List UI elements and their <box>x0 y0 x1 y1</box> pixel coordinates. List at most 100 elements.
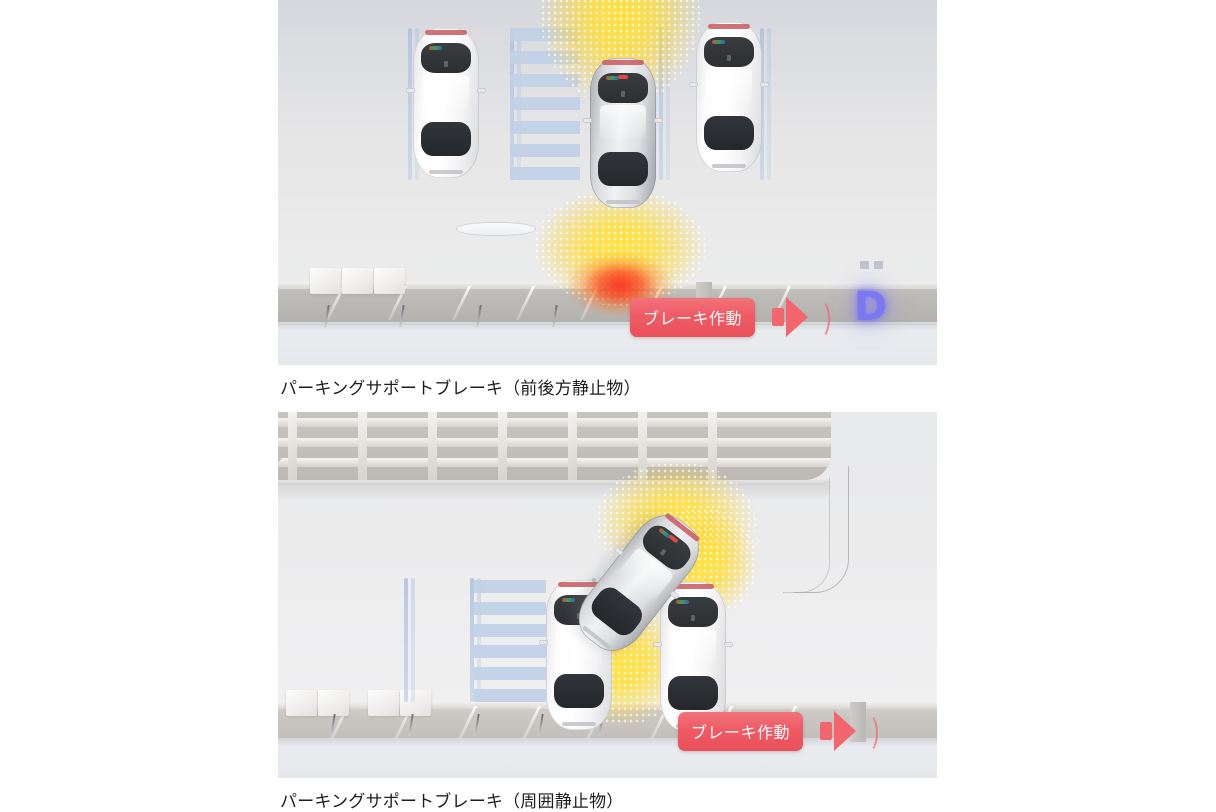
parking-lane-line <box>411 578 415 702</box>
car-roof <box>670 629 716 663</box>
curb-block <box>374 268 405 294</box>
parking-lane-line <box>470 578 474 702</box>
barrier-slat <box>515 286 536 320</box>
illustration-surrounding-static-object: ブレーキ作動 <box>278 412 937 778</box>
car-hud-strip <box>676 600 689 604</box>
parking-lane-line <box>404 578 408 702</box>
ceiling-rib <box>288 412 297 480</box>
parking-lane-line <box>659 28 663 180</box>
barrier-shadow <box>278 738 937 747</box>
car-hud-strip <box>712 40 725 44</box>
crosswalk-stripe <box>474 688 546 702</box>
gear-indicator: D <box>854 261 888 330</box>
car-roof <box>600 105 646 139</box>
gear-indicator-dots <box>860 261 883 269</box>
car-hud-strip <box>429 46 442 50</box>
curb-block <box>342 268 373 294</box>
ceiling-edge <box>278 480 831 485</box>
car-tail <box>606 200 640 204</box>
brake-alert-label: ブレーキ作動 <box>678 711 804 751</box>
gear-dot <box>860 261 869 269</box>
car-mirror-right <box>760 82 769 87</box>
car-emblem <box>444 61 448 67</box>
car-mirror-right <box>724 642 733 647</box>
speaker-icon <box>772 295 831 339</box>
crosswalk-stripe <box>474 580 546 593</box>
speaker-icon-cone <box>834 711 857 751</box>
car-nose <box>672 584 714 589</box>
car-rear-window <box>598 152 648 186</box>
ceiling-rib <box>428 412 437 480</box>
ceiling-rib <box>358 412 367 480</box>
car-mirror-left <box>653 642 662 647</box>
car-emblem <box>621 91 625 97</box>
crosswalk-stripe <box>474 667 546 681</box>
crosswalk-stripe <box>510 143 580 157</box>
car-rear-window <box>704 116 754 150</box>
crosswalk-stripe <box>474 601 546 615</box>
floor-edge-line-2 <box>278 324 937 325</box>
parked-car-right <box>689 22 769 174</box>
car-nose <box>708 24 750 29</box>
car-rear-window <box>421 122 471 156</box>
figure-parking-support-brake-front-rear: ブレーキ作動 D パーキングサポートブレーキ（前後方静止物） <box>278 0 937 399</box>
brake-alert-badge: ブレーキ作動 <box>678 709 879 753</box>
curb-block <box>318 690 349 716</box>
figure-parking-support-brake-surrounding: ブレーキ作動 パーキングサポートブレーキ（周囲静止物） <box>278 412 937 812</box>
illustration-front-rear-static-object: ブレーキ作動 D <box>278 0 937 365</box>
figure-caption-front-rear: パーキングサポートブレーキ（前後方静止物） <box>280 379 641 399</box>
parking-lane-line <box>666 28 670 180</box>
car-tail <box>712 164 746 168</box>
car-mirror-left <box>539 640 548 645</box>
car-emblem <box>727 55 731 61</box>
car-nose <box>602 60 644 65</box>
car-mirror-right <box>477 88 486 93</box>
speaker-icon <box>820 709 879 753</box>
car-mirror-left <box>406 88 415 93</box>
car-nose <box>425 30 467 35</box>
ceiling-rib <box>498 412 507 480</box>
car-mirror-right <box>654 118 663 123</box>
crosswalk-stripe <box>474 623 546 637</box>
parking-lane-line <box>760 28 764 180</box>
crosswalk-stripe <box>510 120 580 134</box>
car-nose <box>558 582 600 587</box>
speaker-icon-body <box>772 308 785 326</box>
crosswalk-markings <box>474 580 546 702</box>
car-hud-strip <box>562 598 575 602</box>
car-roof <box>706 69 752 103</box>
gear-dot <box>874 261 883 269</box>
car-mirror-left <box>689 82 698 87</box>
barrier-slat <box>451 286 472 320</box>
crosswalk-stripe <box>510 166 580 180</box>
curb-block <box>368 690 399 716</box>
curb-block <box>286 690 317 716</box>
gear-indicator-value: D <box>854 284 888 330</box>
ceiling-outline-inner <box>783 478 830 593</box>
speaker-icon-wave <box>858 713 879 753</box>
curb-blocks <box>310 268 406 294</box>
car-mirror-left <box>583 118 592 123</box>
curb-blocks <box>286 690 432 716</box>
car-roof <box>423 75 469 109</box>
parking-lane-line <box>477 578 481 702</box>
car-hud-strip <box>606 76 619 80</box>
garage-ceiling <box>278 412 831 480</box>
crosswalk-stripe <box>510 97 580 111</box>
speaker-icon-body <box>820 722 833 740</box>
speaker-icon-wave <box>810 299 831 339</box>
speaker-icon-cone <box>786 297 809 337</box>
barrier-shadow <box>278 322 937 331</box>
car-tail <box>562 722 596 726</box>
car-tail <box>429 170 463 174</box>
brake-alert-label: ブレーキ作動 <box>630 297 756 337</box>
parked-car-right <box>653 582 733 734</box>
brake-alert-badge: ブレーキ作動 <box>630 295 831 339</box>
crosswalk-stripe <box>474 645 546 659</box>
ego-vehicle <box>583 58 663 210</box>
wheel-stopper <box>456 222 536 236</box>
car-emblem <box>691 615 695 621</box>
car-rear-window <box>554 674 604 708</box>
parked-car-left <box>406 28 486 180</box>
